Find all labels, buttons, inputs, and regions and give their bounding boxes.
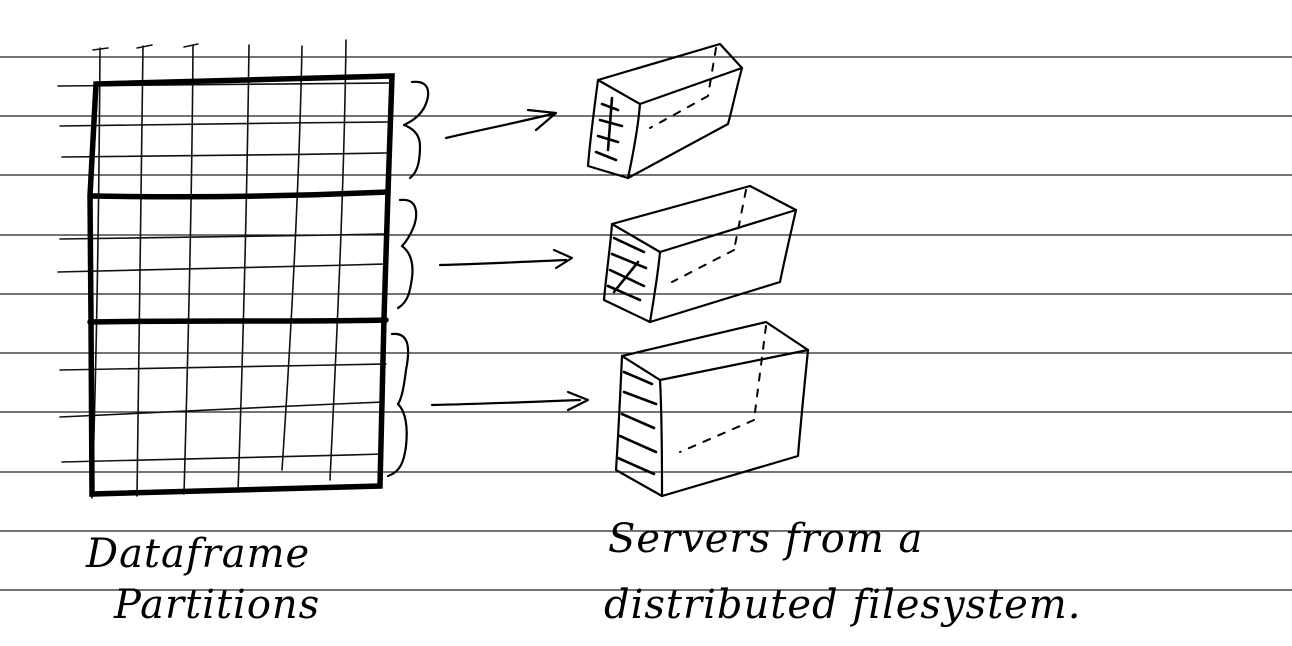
drive-slot <box>612 236 646 254</box>
column-line <box>329 39 347 481</box>
arrow <box>444 108 558 140</box>
dataframe-grid <box>57 39 395 499</box>
drive-slot <box>600 102 620 112</box>
partition-divider <box>89 189 391 200</box>
curly-brace <box>396 198 418 310</box>
column-tick <box>183 43 199 48</box>
arrow <box>430 390 590 412</box>
row-line <box>57 263 385 273</box>
column-line <box>136 45 144 497</box>
ruled-lines <box>0 56 1292 591</box>
row-line <box>59 233 387 240</box>
row-line <box>59 121 389 127</box>
curly-brace <box>402 80 430 180</box>
column-tick <box>136 44 153 49</box>
drive-slot <box>606 96 614 152</box>
drive-slot <box>612 260 640 294</box>
drive-slot <box>610 252 648 270</box>
row-line <box>61 152 387 158</box>
column-tick <box>92 47 109 51</box>
dataframe-label-line2: Partitions <box>113 582 320 628</box>
column-line <box>237 44 250 493</box>
server-box <box>586 42 744 180</box>
drive-slot <box>608 268 646 288</box>
servers-label-line2: distributed filesystem. <box>604 582 1081 628</box>
column-line <box>183 44 194 495</box>
table-border <box>87 73 395 497</box>
partition-divider <box>87 317 389 325</box>
column-line <box>281 45 303 471</box>
drive-slot <box>620 412 656 430</box>
row-line <box>59 401 385 418</box>
row-line <box>61 453 383 463</box>
server-box <box>602 184 798 324</box>
partition-braces <box>386 80 430 478</box>
row-line <box>59 363 387 371</box>
curly-brace <box>386 332 410 478</box>
labels: Dataframe Partitions Servers from a dist… <box>85 516 1081 628</box>
server-boxes <box>586 42 810 498</box>
drive-slot <box>622 390 658 406</box>
dataframe-label-line1: Dataframe <box>85 531 310 577</box>
drive-slot <box>616 456 656 476</box>
drive-slot <box>594 150 618 162</box>
servers-label-line1: Servers from a <box>608 516 923 562</box>
drive-slot <box>618 434 658 454</box>
drive-slot <box>606 284 642 302</box>
server-box <box>614 320 810 498</box>
drive-slot <box>622 370 654 386</box>
partition-arrows <box>430 108 590 412</box>
arrow <box>438 248 574 270</box>
